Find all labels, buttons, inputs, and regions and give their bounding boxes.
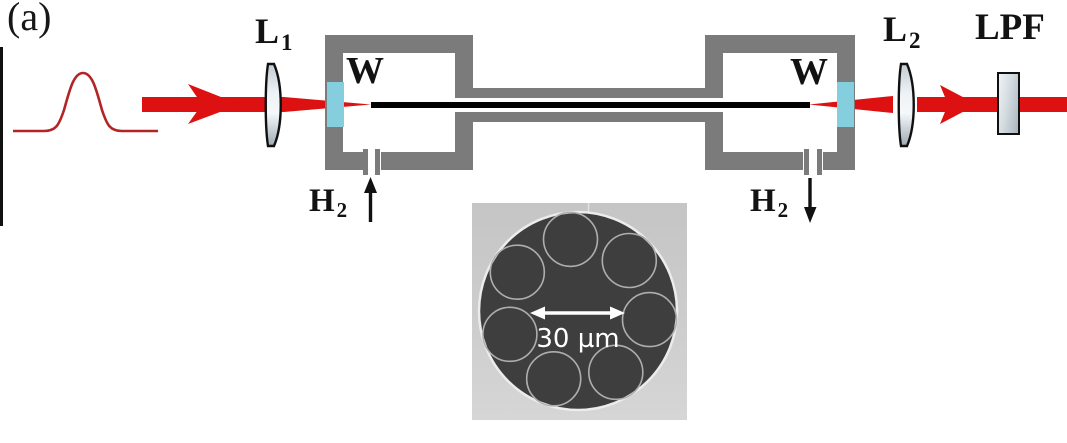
lens-L1-icon	[264, 62, 282, 148]
sem-scale-label: 30 µm	[536, 324, 619, 354]
label-gas-outlet-sub: 2	[777, 198, 789, 222]
label-lpf: LPF	[975, 7, 1045, 48]
label-window-left: W	[346, 50, 384, 92]
output-beam	[917, 97, 1067, 112]
label-gas-inlet-main: H	[309, 183, 335, 219]
hollow-core-fiber	[371, 102, 810, 108]
label-lens2-sub: 2	[909, 28, 921, 53]
input-beam-arrowhead-icon	[188, 84, 240, 124]
sem-capillary	[489, 244, 546, 300]
gas-outlet-arrowhead-icon	[804, 207, 817, 223]
fiber-tube-top	[473, 88, 705, 98]
label-gas-outlet: H2	[750, 183, 788, 221]
label-gas-inlet: H2	[309, 183, 347, 221]
input-pulse-curve	[13, 71, 158, 133]
sem-capillary	[588, 344, 644, 401]
gas-port-stub	[375, 149, 380, 175]
sem-capillary	[482, 306, 538, 363]
gas-port-stub	[817, 149, 822, 175]
fiber-tube-bottom	[473, 112, 705, 122]
cell-window-left	[327, 82, 344, 127]
gas-port-stub	[804, 149, 809, 175]
label-lens2-main: L	[883, 9, 908, 49]
sem-capillary	[601, 232, 658, 289]
sem-scale-arrowhead-right-icon	[610, 306, 625, 320]
cell-window-right	[837, 82, 854, 127]
label-lens2: L2	[883, 9, 921, 52]
sem-capillary	[621, 291, 678, 348]
label-gas-outlet-main: H	[750, 183, 776, 219]
figure-left-edge	[0, 47, 3, 226]
lens-L2-icon	[897, 62, 915, 148]
label-lens1-sub: 1	[281, 30, 293, 55]
label-lens1-main: L	[255, 11, 280, 51]
output-beam-arrowhead-icon	[940, 85, 977, 124]
sem-image: 30 µm	[477, 203, 679, 412]
sem-fiber-body	[477, 210, 679, 412]
sem-capillary	[525, 351, 582, 407]
sem-scale-arrowhead-left-icon	[530, 306, 545, 320]
sem-capillaries	[482, 211, 678, 407]
gas-port-stub	[363, 149, 368, 175]
label-window-right: W	[790, 51, 828, 93]
label-gas-inlet-sub: 2	[336, 198, 348, 222]
label-lens1: L1	[255, 11, 293, 54]
panel-label: (a)	[7, 0, 52, 39]
gas-inlet-arrowhead-icon	[364, 177, 377, 193]
longpass-filter-icon	[997, 72, 1020, 135]
sem-capillary	[542, 211, 599, 268]
sem-fiber-cross-section: 30 µm	[472, 203, 687, 420]
